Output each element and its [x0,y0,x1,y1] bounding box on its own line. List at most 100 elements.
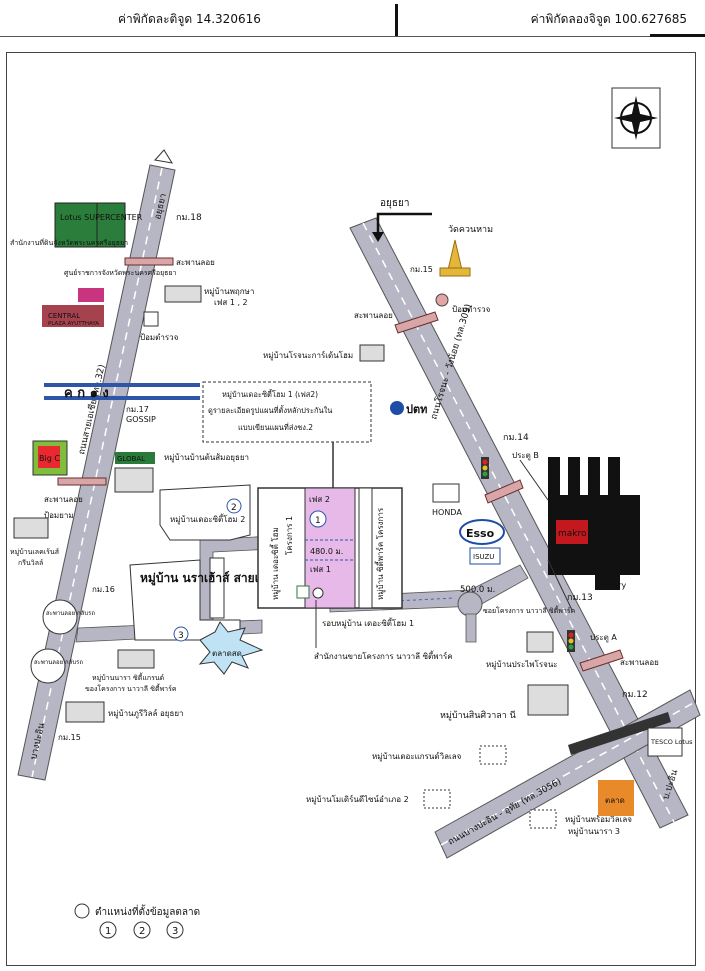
village-nrv: หมู่บ้านบ้านต้นส้มอยุธยา [164,453,249,463]
overpass-e2: สะพานลอย [620,658,659,667]
ayutthaya-arrow-east: อยุธยา [372,198,432,242]
legend-n1: 1 [105,926,111,937]
lotus-north-label: Lotus SUPERCENTER [60,213,143,222]
police-w2: ป้อมยาม [44,511,74,520]
village-e1: หมู่บ้านประไพโรจนะ [486,631,558,670]
village-e4-label: หมู่บ้านโมเดิร์นดีไซน์อำเภอ 2 [306,794,409,805]
traffic-circle-2: สะพานลอย กลับรถ [34,659,83,666]
village-e4: หมู่บ้านโมเดิร์นดีไซน์อำเภอ 2 [306,789,451,809]
overpass-ne: สะพานลอย [354,311,393,320]
legend-text: ตำแหน่งที่ตั้งข้อมูลตลาด [95,904,200,918]
police-east-label: ป้อมตำรวจ [452,305,491,314]
village-nara: หมู่บ้านนารา ซิตี้แกรนด์ ของโครงการ นาวา… [85,649,177,693]
village-e6-label: หมู่บ้านนารา 3 [568,827,620,837]
temple-marker: วัดควนหาม [439,225,493,277]
dir-ayutthaya-east: อยุธยา [380,198,409,209]
km-15-west: กม.15 [58,733,81,742]
dist-480: 480.0 ม. [310,547,343,556]
village-e2: หมู่บ้านสินศิวาลา นี [440,684,569,721]
km-17: กม.17 [126,405,149,414]
km-18: กม.18 [176,213,202,223]
village-nw2b-label: กรีนวิลล์ [18,559,43,567]
km-markers: กม.18 กม.17 กม.16 กม.15 กม.15 กม.14 กม.1… [58,213,648,742]
city-park-label: หมู่บ้าน ซิตี้พาร์ค โครงการ [374,507,386,600]
latitude-label: ค่าพิกัดละติจูด 14.320616 [118,12,261,26]
honda-label: HONDA [432,508,462,517]
village-nara-sub: ของโครงการ นาวาลี ซิตี้พาร์ค [85,682,177,693]
police-west-label: ป้อมตำรวจ [140,333,179,342]
km-14: กม.14 [503,433,529,443]
traffic-circles: สะพานลอย กลับรถ สะพานลอย กลับรถ [30,599,95,684]
km-15-east: กม.15 [410,265,433,274]
traffic-lights [481,457,575,652]
callout-line-2: ดูรายละเอียดรูปแผนที่ตั้งหลักประกันใน [208,405,332,415]
village-sw: หมู่บ้านภูรีวิลล์ อยุธยา [65,701,184,723]
city-home-estate: เฟส 2 1 480.0 ม. เฟส 1 หมู่บ้าน เดอะซิตี… [257,487,403,609]
village-e5-label: หมู่บ้านพร้อมวิลเลจ [565,815,632,825]
village-nw2: หมู่บ้านเลคเร้นส์ กรีนวิลล์ [10,517,60,567]
market-burst: ตลาดสด [198,621,264,675]
km-16: กม.16 [92,585,115,594]
circle-1: 1 [315,516,321,526]
market-mark: ตลาด [598,780,634,816]
ktc-strip: ค ก ๑ ง [44,383,200,401]
coordinates-header: ค่าพิกัดละติจูด 14.320616 ค่าพิกัดลองจิจ… [0,0,705,38]
traffic-circle-1: สะพานลอย กลับรถ [46,610,95,617]
village-e3: หมู่บ้านเดอะแกรนด์วิลเลจ [372,745,507,765]
honda-dealer: HONDA [432,483,462,517]
market-mark-label: ตลาด [605,796,625,805]
central-sub: PLAZA AYUTTHAYA [48,321,99,327]
village-west-cs: หมู่บ้านเดอะซิตี้โฮม 2 [170,513,245,525]
sales-office: สำนักงานขายโครงการ นาวาลี ซิตี้พาร์ค [314,650,453,661]
callout-line-3: แบบเขียนแผนที่ส่งชง.2 [238,422,313,432]
bigc-store: Big C [32,440,68,476]
north-arrow: N [611,87,661,149]
city-home-label-2: โครงการ 1 [284,516,294,555]
callout-box: หมู่บ้านเดอะซิตี้โฮม 1 (เฟส2) ดูรายละเอี… [202,381,372,488]
rb-village: รอบหมู่บ้าน เดอะซิตี้โฮม 1 [322,617,414,629]
village-nw: หมู่บ้านพฤกษา เฟส 1 , 2 [164,285,254,307]
lotus-north: Lotus SUPERCENTER [54,202,143,248]
police-east: ป้อมตำรวจ [435,293,491,314]
tesco-lotus: TESCO Lotus [647,727,693,757]
ptt-station: ปตท [390,401,427,416]
ptt-label: ปตท [406,403,427,416]
overpasses: สะพานลอย สะพานลอย ป้อมยาม สะพานลอย สะพาน… [44,257,671,755]
dist-500: 500.0 ม. [460,585,495,595]
legend: ตำแหน่งที่ตั้งข้อมูลตลาด 1 2 3 [74,903,200,939]
isuzu-dealer: ISUZU [469,547,501,565]
esso-label: Esso [466,527,495,540]
village-nw-phase: เฟส 1 , 2 [214,298,248,307]
city-home-2: 2 หมู่บ้านเดอะซิตี้โฮม 2 [159,484,251,541]
overpass-nw: สะพานลอย [176,258,215,267]
callout-line-1: หมู่บ้านเดอะซิตี้โฮม 1 (เฟส2) [222,389,318,399]
provincial-office: สำนักงานที่ดินจังหวัดพระนครศรีอยุธยา [10,238,128,247]
makro-factory: makro Factory [519,457,640,611]
market-label: ตลาดสด [212,649,242,658]
village-nw-label: หมู่บ้านพฤกษา [204,287,254,297]
village-e5: หมู่บ้านพร้อมวิลเลจ หมู่บ้านนารา 3 [529,809,632,837]
factory-label: Factory [597,581,626,590]
longitude-label: ค่าพิกัดลองจิจูด 100.627685 [530,12,687,26]
city-home-label: หมู่บ้าน เดอะซิตี้ โฮม [269,527,281,600]
gov-center: ศูนย์ราชการจังหวัดพระนครศรีอยุธยา [64,269,177,277]
village-big: หมู่บ้าน นราเฮ้าส์ สายเอเชีย [140,571,285,586]
map-frame [6,52,696,966]
gate-a: ประตู A [590,633,617,643]
village-ne: หมู่บ้านโรจนะการ์เด้นโฮม [263,344,385,362]
village-nara-label: หมู่บ้านนารา ซิตี้แกรนด์ [92,671,164,682]
makro-label: makro [558,529,587,539]
circle-3: 3 [178,631,184,641]
isuzu-label: ISUZU [473,553,494,561]
tesco-label: TESCO Lotus [650,738,693,746]
village-sw-label: หมู่บ้านภูรีวิลล์ อยุธยา [108,708,184,719]
phase-2: เฟส 2 [309,495,330,504]
police-west: ป้อมตำรวจ [140,311,179,342]
village-nw2-label: หมู่บ้านเลคเร้นส์ [10,548,60,556]
overpass-w: สะพานลอย [44,495,83,504]
village-ne-label: หมู่บ้านโรจนะการ์เด้นโฮม [263,350,353,361]
legend-n3: 3 [172,926,178,937]
esso-station: Esso [459,519,505,545]
global-house: GLOBAL หมู่บ้านบ้านต้นส้มอยุธยา [114,452,249,493]
